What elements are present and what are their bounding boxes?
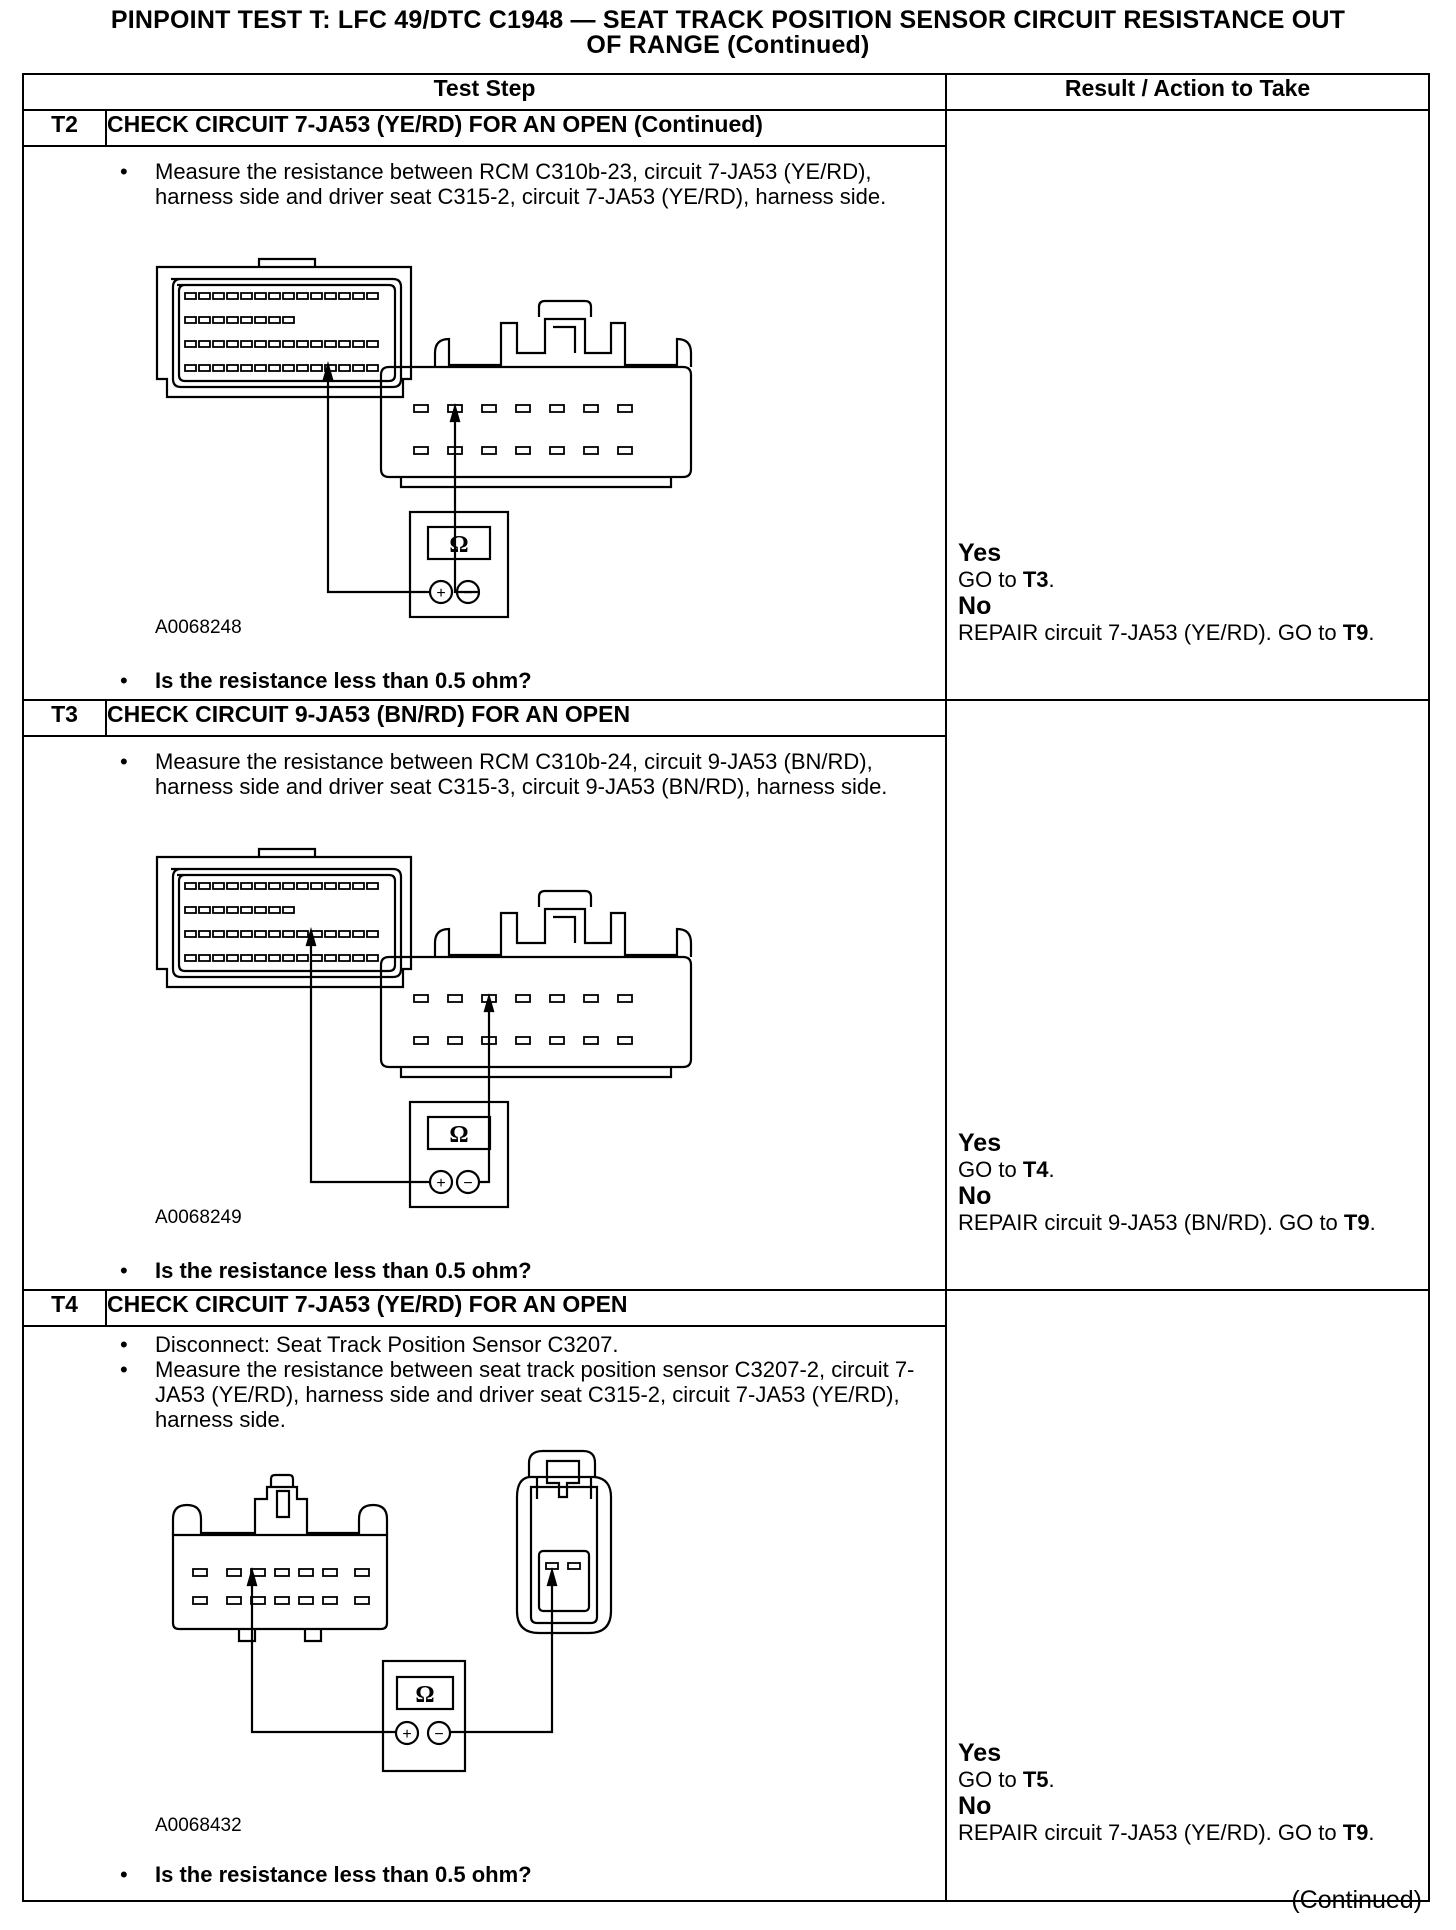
goto-link[interactable]: T4 <box>1022 1157 1049 1182</box>
result-yes-label: Yes <box>958 1129 1002 1157</box>
step-t4-result: Yes GO to T5. No REPAIR circuit 7-JA53 (… <box>945 1289 1431 1902</box>
header-test-step: Test Step <box>21 73 948 111</box>
step-question: Is the resistance less than 0.5 ohm? <box>155 668 532 693</box>
step-title: CHECK CIRCUIT 9-JA53 (BN/RD) FOR AN OPEN <box>104 699 948 737</box>
step-instruction: Measure the resistance between RCM C310b… <box>155 159 887 209</box>
table-header-row: Test Step Result / Action to Take <box>21 73 1431 111</box>
result-block: Yes GO to T5. No REPAIR circuit 7-JA53 (… <box>958 1739 1438 1845</box>
plus-terminal: + <box>402 1726 411 1743</box>
step-question: Is the resistance less than 0.5 ohm? <box>155 1862 532 1887</box>
connector-diagram: Ω + − <box>155 847 693 1209</box>
pinpoint-test-table: Test Step Result / Action to Take T2 CHE… <box>21 73 1431 1902</box>
ohm-symbol: Ω <box>449 1122 468 1148</box>
figure-id: A0068249 <box>155 1207 242 1228</box>
result-no-label: No <box>958 1182 992 1210</box>
result-yes-action: GO to T3. <box>958 567 1055 592</box>
step-instruction: Disconnect: Seat Track Position Sensor C… <box>155 1332 619 1357</box>
step-instruction: Measure the resistance between seat trac… <box>155 1357 915 1432</box>
figure-id: A0068432 <box>155 1815 242 1836</box>
result-yes-label: Yes <box>958 539 1002 567</box>
result-block: Yes GO to T3. No REPAIR circuit 7-JA53 (… <box>958 539 1438 645</box>
plus-terminal: + <box>436 585 445 602</box>
step-id: T3 <box>22 699 107 737</box>
step-t3-title-row: T3 CHECK CIRCUIT 9-JA53 (BN/RD) FOR AN O… <box>22 699 1431 1291</box>
step-title: CHECK CIRCUIT 7-JA53 (YE/RD) FOR AN OPEN… <box>104 109 948 147</box>
step-id: T2 <box>22 109 107 147</box>
figure-id: A0068248 <box>155 617 242 638</box>
result-no-action: REPAIR circuit 7-JA53 (YE/RD). GO to T9. <box>958 620 1375 645</box>
step-t2-title-row: T2 CHECK CIRCUIT 7-JA53 (YE/RD) FOR AN O… <box>22 109 1431 701</box>
step-question: Is the resistance less than 0.5 ohm? <box>155 1258 532 1283</box>
minus-terminal: − <box>463 585 472 602</box>
ohm-symbol: Ω <box>415 1682 434 1708</box>
connector-diagram: Ω + − <box>155 257 693 619</box>
connector-diagram: Ω + − <box>171 1449 613 1773</box>
step-id: T4 <box>22 1289 107 1327</box>
result-no-action: REPAIR circuit 7-JA53 (YE/RD). GO to T9. <box>958 1820 1375 1845</box>
step-t4-body: • Disconnect: Seat Track Position Sensor… <box>21 1325 948 1902</box>
step-t3-body-row: • Measure the resistance between RCM C31… <box>21 735 1429 1291</box>
minus-terminal: − <box>463 1175 472 1192</box>
result-no-action: REPAIR circuit 9-JA53 (BN/RD). GO to T9. <box>958 1210 1376 1235</box>
result-yes-action: GO to T4. <box>958 1157 1055 1182</box>
step-t2-body-row: • Measure the resistance between RCM C31… <box>21 145 1429 701</box>
step-t2-result: Yes GO to T3. No REPAIR circuit 7-JA53 (… <box>945 109 1431 701</box>
result-yes-label: Yes <box>958 1739 1002 1767</box>
step-t2-body: • Measure the resistance between RCM C31… <box>21 145 948 701</box>
continued-footer: (Continued) <box>1291 1886 1422 1914</box>
title-line-2: OF RANGE (Continued) <box>586 31 870 59</box>
step-instruction: Measure the resistance between RCM C310b… <box>155 749 888 799</box>
step-t3-body: • Measure the resistance between RCM C31… <box>21 735 948 1291</box>
step-title: CHECK CIRCUIT 7-JA53 (YE/RD) FOR AN OPEN <box>104 1289 948 1327</box>
goto-link[interactable]: T9 <box>1342 620 1369 645</box>
result-yes-action: GO to T5. <box>958 1767 1055 1792</box>
goto-link[interactable]: T5 <box>1022 1767 1049 1792</box>
ohm-symbol: Ω <box>449 532 468 558</box>
step-t3-result: Yes GO to T4. No REPAIR circuit 9-JA53 (… <box>945 699 1431 1291</box>
step-t4-title-row: T4 CHECK CIRCUIT 7-JA53 (YE/RD) FOR AN O… <box>22 1289 1431 1902</box>
goto-link[interactable]: T3 <box>1022 567 1049 592</box>
plus-terminal: + <box>436 1175 445 1192</box>
page-title: PINPOINT TEST T: LFC 49/DTC C1948 — SEAT… <box>20 8 1436 58</box>
result-no-label: No <box>958 1792 992 1820</box>
minus-terminal: − <box>434 1726 443 1743</box>
goto-link[interactable]: T9 <box>1343 1210 1370 1235</box>
result-no-label: No <box>958 592 992 620</box>
title-line-1: PINPOINT TEST T: LFC 49/DTC C1948 — SEAT… <box>110 6 1346 34</box>
result-block: Yes GO to T4. No REPAIR circuit 9-JA53 (… <box>958 1129 1438 1235</box>
header-result: Result / Action to Take <box>945 73 1431 111</box>
step-t4-body-row: • Disconnect: Seat Track Position Sensor… <box>21 1325 1429 1902</box>
goto-link[interactable]: T9 <box>1342 1820 1369 1845</box>
